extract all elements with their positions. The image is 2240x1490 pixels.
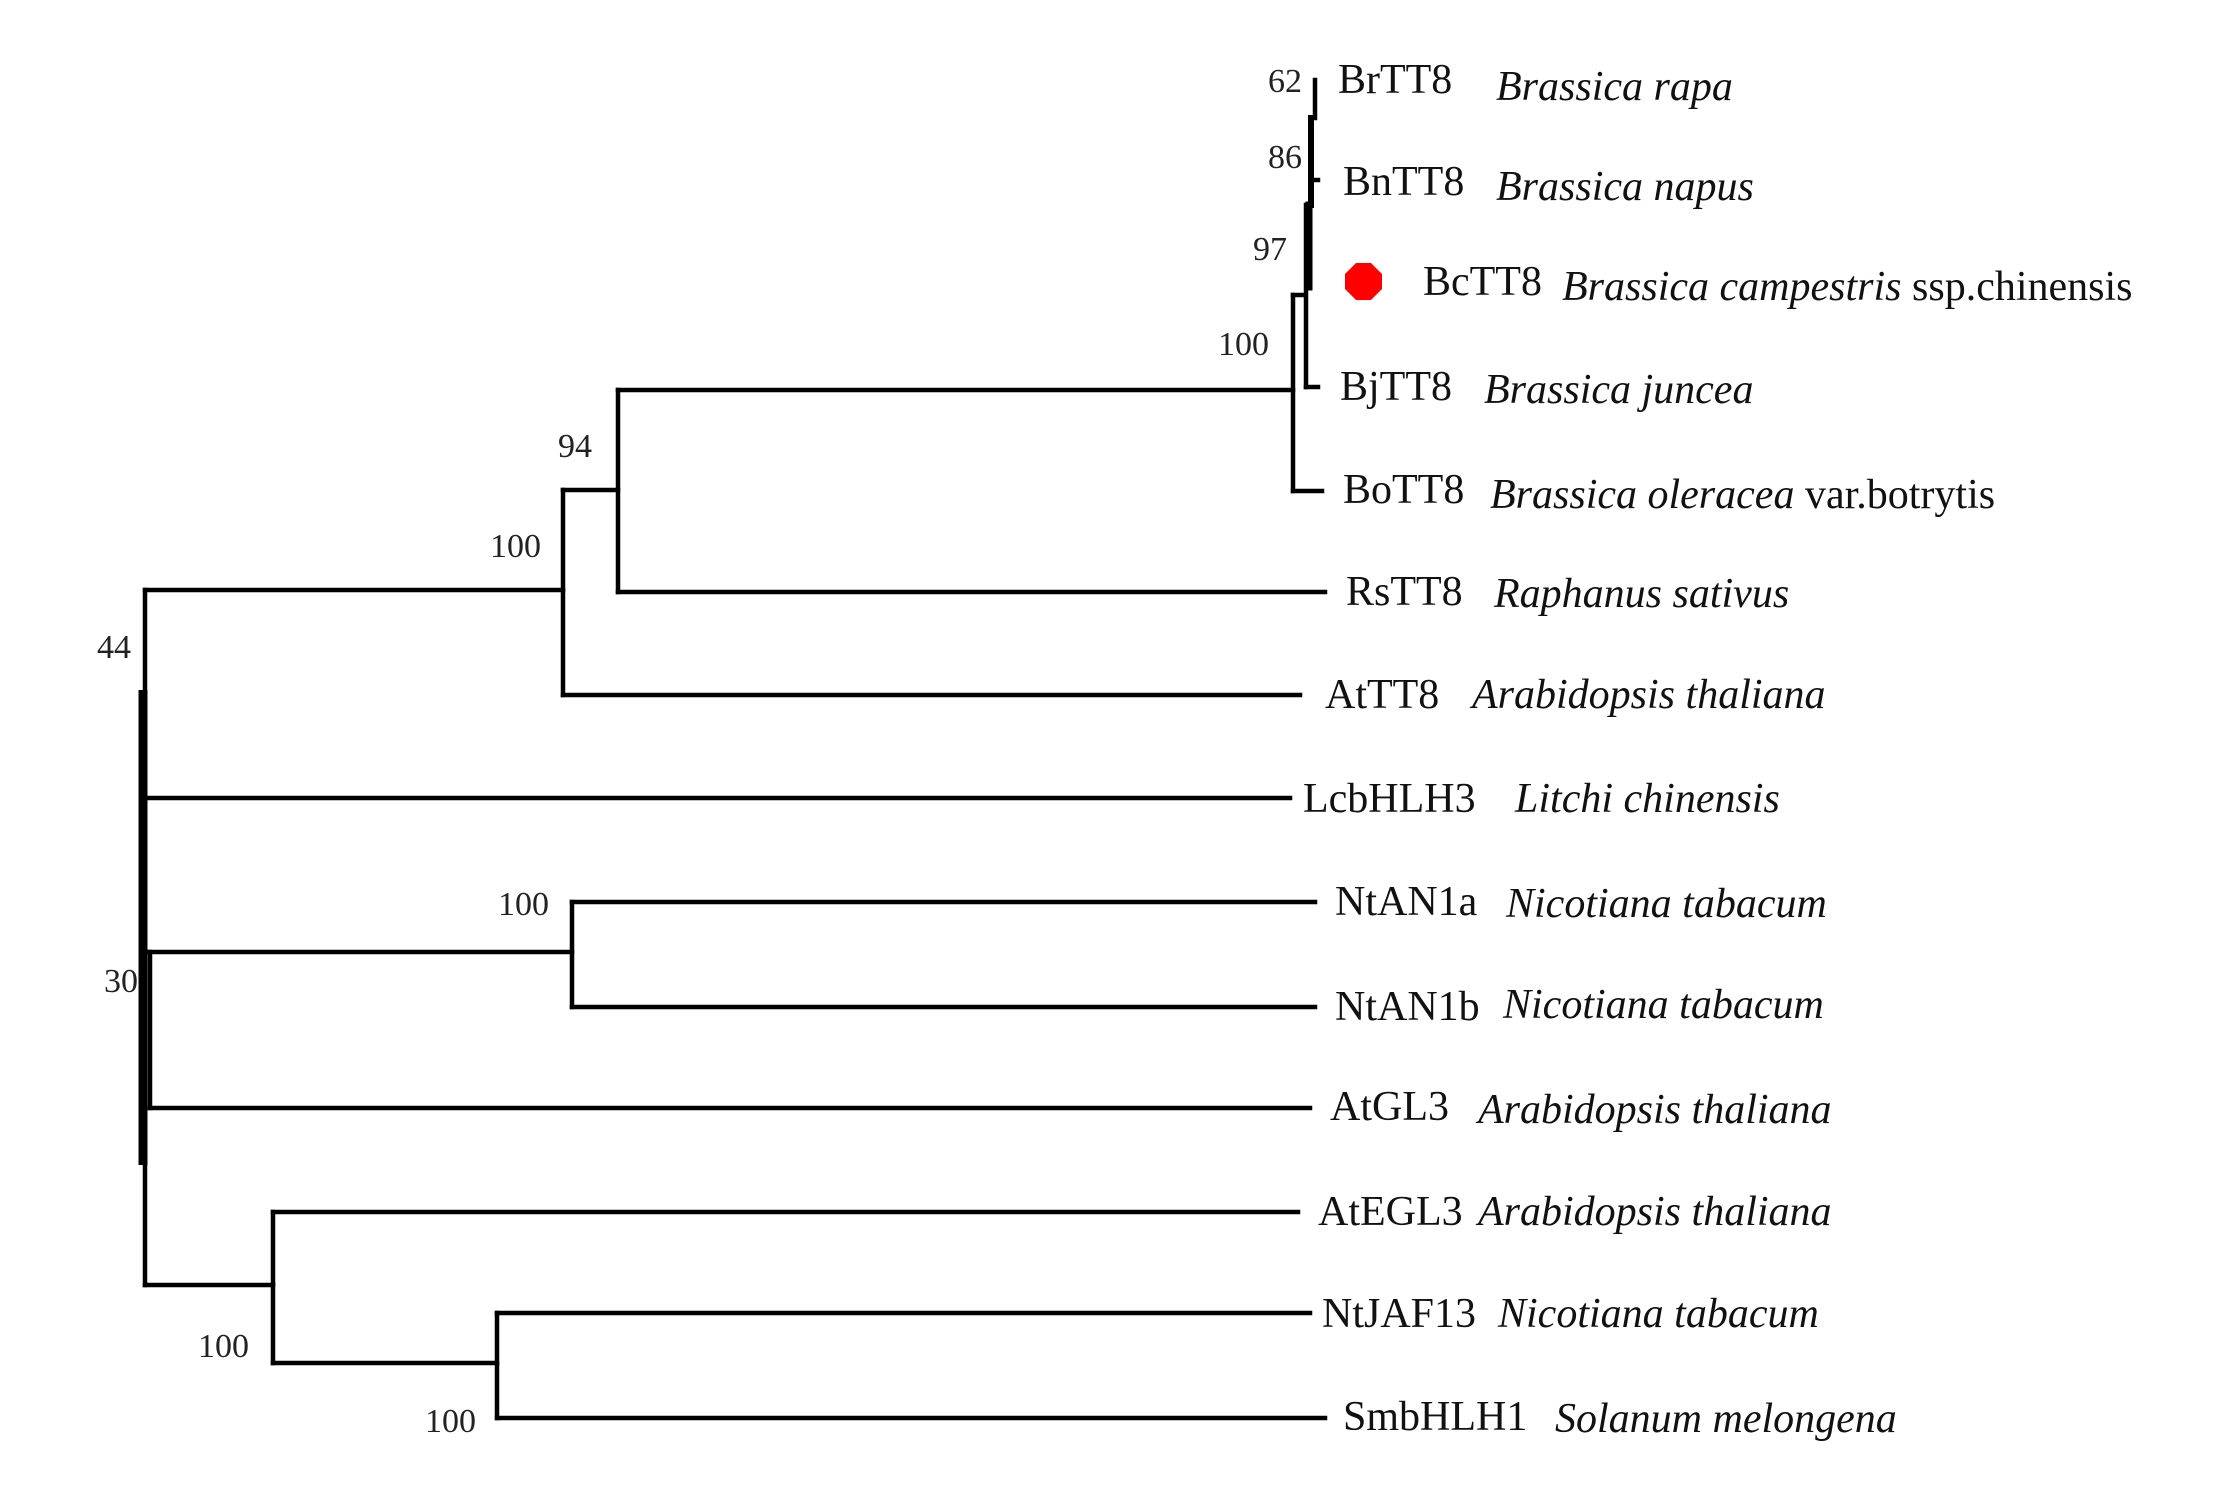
bootstrap-label: 100: [425, 1403, 476, 1440]
taxon-species: Raphanus sativus: [1493, 571, 1789, 617]
taxon-species: Brassica oleracea var.botrytis: [1490, 472, 1995, 518]
taxon-species: Litchi chinensis: [1514, 776, 1780, 822]
taxon-gene: BnTT8: [1343, 159, 1464, 205]
taxon-gene: BoTT8: [1343, 467, 1464, 513]
bootstrap-label: 100: [490, 528, 541, 565]
taxon-gene: NtJAF13: [1322, 1291, 1476, 1337]
taxon-gene: NtAN1a: [1335, 879, 1478, 925]
taxon-gene: BcTT8: [1423, 259, 1542, 305]
taxon-species: Arabidopsis thaliana: [1475, 1087, 1832, 1133]
taxon-species: Brassica rapa: [1496, 64, 1733, 110]
bootstrap-label: 86: [1268, 139, 1302, 176]
taxon-species: Nicotiana tabacum: [1497, 1291, 1819, 1337]
bootstrap-label: 30: [104, 963, 138, 1000]
taxon-species: Brassica juncea: [1484, 367, 1753, 413]
taxon-gene: BjTT8: [1340, 364, 1452, 410]
taxon-gene: RsTT8: [1346, 569, 1463, 615]
bootstrap-label: 100: [1218, 326, 1269, 363]
taxon-species: Nicotiana tabacum: [1505, 881, 1827, 927]
taxon-species: Arabidopsis thaliana: [1475, 1189, 1832, 1235]
taxon-gene: NtAN1b: [1335, 984, 1480, 1030]
taxon-gene: AtEGL3: [1318, 1189, 1463, 1235]
taxon-species: Brassica napus: [1496, 164, 1754, 210]
taxon-gene: AtGL3: [1330, 1084, 1449, 1130]
taxon-species: Arabidopsis thaliana: [1469, 672, 1826, 718]
taxon-species: Nicotiana tabacum: [1502, 982, 1824, 1028]
bootstrap-label: 44: [97, 629, 131, 666]
taxon-species: Brassica campestris ssp.chinensis: [1562, 264, 2133, 310]
bootstrap-label: 97: [1253, 231, 1287, 268]
highlight-marker-icon: [1345, 263, 1382, 300]
bootstrap-label: 62: [1268, 63, 1302, 100]
bootstrap-label: 94: [558, 428, 592, 465]
taxon-species: Solanum melongena: [1555, 1396, 1897, 1442]
taxon-gene: BrTT8: [1338, 57, 1452, 103]
taxon-gene: AtTT8: [1325, 672, 1439, 718]
bootstrap-label: 100: [498, 886, 549, 923]
taxon-gene: LcbHLH3: [1303, 776, 1476, 822]
taxon-gene: SmbHLH1: [1343, 1394, 1527, 1440]
bootstrap-label: 100: [198, 1328, 249, 1365]
